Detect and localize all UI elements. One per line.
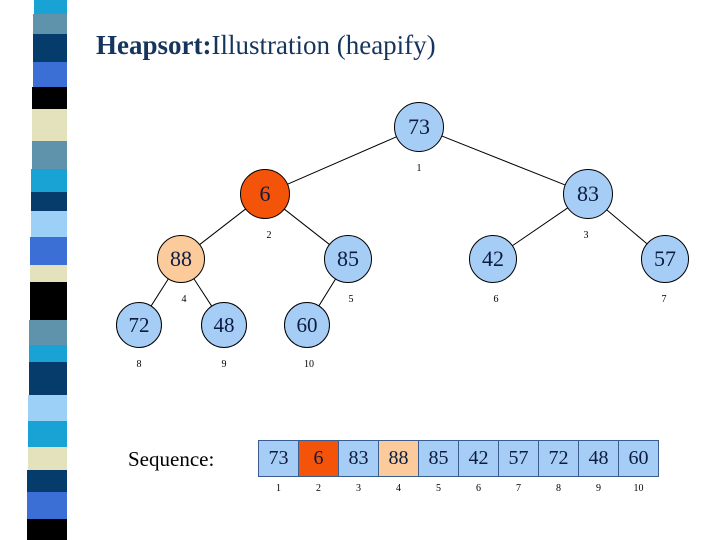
stripe-band xyxy=(29,320,67,345)
sequence-index-1: 1 xyxy=(276,483,281,494)
sequence-cell-8[interactable]: 72 xyxy=(538,440,579,477)
tree-node-index-1: 1 xyxy=(416,163,422,174)
sequence-cell-6[interactable]: 42 xyxy=(458,440,499,477)
tree-node-index-2: 2 xyxy=(266,230,272,241)
page-title-bold: Heapsort: xyxy=(96,30,212,60)
tree-node-88[interactable]: 88 xyxy=(157,235,205,283)
sequence-index-9: 9 xyxy=(596,483,601,494)
page-title: Heapsort:Illustration (heapify) xyxy=(96,30,696,61)
tree-node-83[interactable]: 83 xyxy=(563,169,613,219)
tree-edge xyxy=(318,278,337,307)
tree-edge xyxy=(511,207,569,247)
sequence-index-10: 10 xyxy=(633,483,644,494)
sequence-cell-7[interactable]: 57 xyxy=(498,440,539,477)
stripe-band xyxy=(31,169,67,192)
stripe-band xyxy=(31,192,67,211)
tree-node-72[interactable]: 72 xyxy=(116,302,162,348)
stripe-band xyxy=(28,447,67,470)
sequence-index-3: 3 xyxy=(356,483,361,494)
sequence-index-row: 1 2 3 4 5 6 7 8 9 10 xyxy=(258,483,659,494)
tree-node-6[interactable]: 6 xyxy=(240,169,290,219)
stripe-band xyxy=(29,362,67,395)
tree-edge xyxy=(441,135,566,186)
tree-edge xyxy=(606,209,648,245)
tree-node-index-10: 10 xyxy=(304,359,314,370)
stripe-band xyxy=(30,265,67,282)
page-title-rest: Illustration (heapify) xyxy=(211,30,436,60)
sequence-cell-3[interactable]: 83 xyxy=(338,440,379,477)
tree-node-index-7: 7 xyxy=(661,294,667,305)
stripe-band xyxy=(27,519,67,540)
tree-node-index-4: 4 xyxy=(181,294,187,305)
stripe-band xyxy=(32,87,67,109)
sequence-cell-5[interactable]: 85 xyxy=(418,440,459,477)
stripe-band xyxy=(31,211,67,237)
sequence-index-7: 7 xyxy=(516,483,521,494)
tree-node-index-9: 9 xyxy=(221,359,227,370)
sequence-index-2: 2 xyxy=(316,483,321,494)
stripe-band xyxy=(30,237,67,265)
sequence-cell-9[interactable]: 48 xyxy=(578,440,619,477)
stripe-band xyxy=(30,282,67,320)
sequence-cell-2[interactable]: 6 xyxy=(298,440,339,477)
tree-node-42[interactable]: 42 xyxy=(469,235,517,283)
tree-node-73[interactable]: 73 xyxy=(394,102,444,152)
stripe-band xyxy=(28,395,67,421)
tree-node-60[interactable]: 60 xyxy=(284,302,330,348)
tree-node-index-6: 6 xyxy=(493,294,499,305)
decorative-stripe xyxy=(0,0,90,540)
sequence-index-8: 8 xyxy=(556,483,561,494)
tree-node-index-5: 5 xyxy=(348,294,354,305)
tree-node-85[interactable]: 85 xyxy=(324,235,372,283)
stripe-band xyxy=(34,0,67,14)
tree-edge xyxy=(150,278,170,307)
sequence-index-6: 6 xyxy=(476,483,481,494)
sequence-cell-4[interactable]: 88 xyxy=(378,440,419,477)
stripe-band xyxy=(28,421,67,447)
stripe-band xyxy=(33,62,67,87)
sequence-cell-10[interactable]: 60 xyxy=(618,440,659,477)
tree-edge xyxy=(198,208,247,246)
stripe-band xyxy=(27,492,67,519)
tree-node-index-8: 8 xyxy=(136,359,142,370)
tree-edge xyxy=(286,136,398,185)
tree-node-index-3: 3 xyxy=(583,230,589,241)
stripe-band xyxy=(29,345,67,362)
tree-edge xyxy=(283,208,331,246)
stripe-band xyxy=(32,109,67,141)
sequence-index-4: 4 xyxy=(396,483,401,494)
sequence-index-5: 5 xyxy=(436,483,441,494)
stripe-band xyxy=(32,141,67,169)
tree-node-48[interactable]: 48 xyxy=(201,302,247,348)
sequence-label: Sequence: xyxy=(128,447,215,471)
stripe-band xyxy=(27,470,67,492)
stripe-band xyxy=(33,34,67,62)
sequence-cell-1[interactable]: 73 xyxy=(258,440,299,477)
stripe-band xyxy=(33,14,67,34)
tree-node-57[interactable]: 57 xyxy=(641,235,689,283)
